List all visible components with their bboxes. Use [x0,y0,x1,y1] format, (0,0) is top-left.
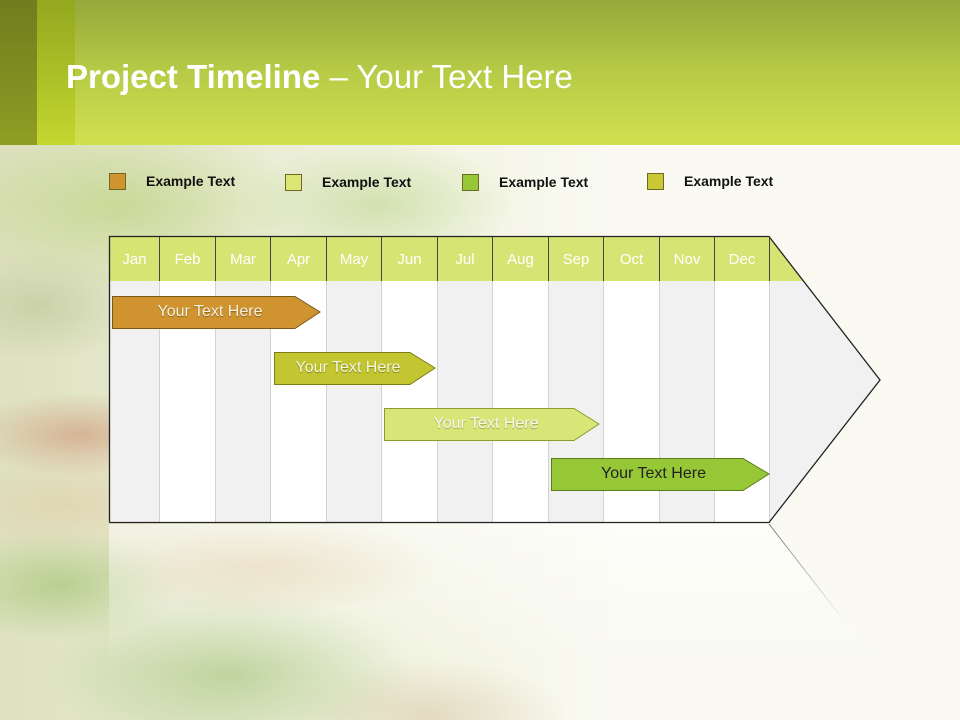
task-label: Your Text Here [601,465,706,482]
month-header-may: May [326,237,381,281]
month-header-jul: Jul [437,237,492,281]
month-header-feb: Feb [159,237,215,281]
month-header-jan: Jan [109,237,159,281]
legend-label: Example Text [499,174,589,190]
task-label: Your Text Here [295,359,401,376]
title-subtitle: – Your Text Here [320,58,573,95]
banner-accent-bar-light [37,0,75,145]
legend-item: Example Text [462,171,588,193]
task-bar[interactable]: Your Text Here [384,408,600,441]
legend-swatch-orange [109,172,126,190]
task-arrow-shape [551,458,770,491]
legend-swatch-green [462,173,479,191]
task-arrow-shape [384,408,600,441]
task-arrow-shape [274,352,436,385]
month-header-oct: Oct [603,237,659,281]
task-bar[interactable]: Your Text Here [112,296,321,329]
month-header-dec: Dec [714,237,769,281]
legend-item: Example Text [285,171,411,193]
legend-item: Example Text [647,170,773,192]
legend-label: Example Text [146,173,236,189]
month-header-jun: Jun [381,237,437,281]
month-header-sep: Sep [548,237,603,281]
month-header-aug: Aug [492,237,548,281]
month-column [326,281,381,522]
legend-swatch-olive [647,172,664,190]
task-arrow-shape [112,296,321,329]
month-header-mar: Mar [215,237,270,281]
banner-accent-bar-dark [0,0,37,145]
month-header-nov: Nov [659,237,714,281]
month-column [381,281,437,522]
task-bar[interactable]: Your Text Here [274,352,436,385]
task-bar[interactable]: Your Text Here [551,458,770,491]
title-bold: Project Timeline [66,58,321,95]
task-label: Your Text Here [433,415,539,432]
legend-label: Example Text [322,174,412,190]
legend-label: Example Text [684,173,774,189]
month-column [492,281,548,522]
month-header-apr: Apr [270,237,326,281]
month-column [437,281,492,522]
title-banner: Project Timeline – Your Text Here [0,0,960,145]
legend-swatch-light-green [285,173,302,191]
task-label: Your Text Here [157,303,263,320]
legend-item: Example Text [109,170,235,192]
page-title: Project Timeline – Your Text Here [66,58,573,96]
